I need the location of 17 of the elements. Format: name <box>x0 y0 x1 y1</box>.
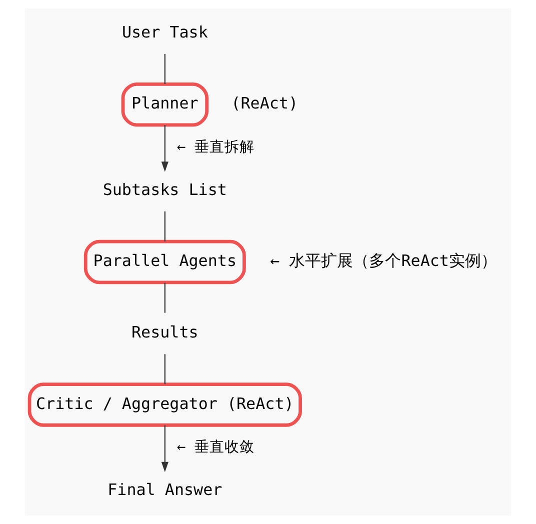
node-text: Results <box>131 322 198 342</box>
arrow <box>161 425 168 472</box>
node-label: (ReAct) <box>231 94 298 113</box>
node-text: User Task <box>122 22 208 42</box>
node-label: ← 水平扩展（多个ReAct实例） <box>270 251 497 270</box>
node-box: Planner <box>121 82 209 127</box>
edge-label: ← 垂直收敛 <box>176 438 255 456</box>
connector <box>164 354 166 384</box>
connector <box>164 54 166 84</box>
node-text: Subtasks List <box>102 180 227 199</box>
arrow <box>161 125 168 172</box>
edge-label: ← 垂直拆解 <box>176 138 255 156</box>
node-box: Critic / Aggregator (ReAct) <box>28 382 302 427</box>
connector <box>164 211 166 242</box>
node-box: Parallel Agents <box>84 240 246 284</box>
node-text: Final Answer <box>108 480 222 500</box>
connector <box>164 282 166 313</box>
